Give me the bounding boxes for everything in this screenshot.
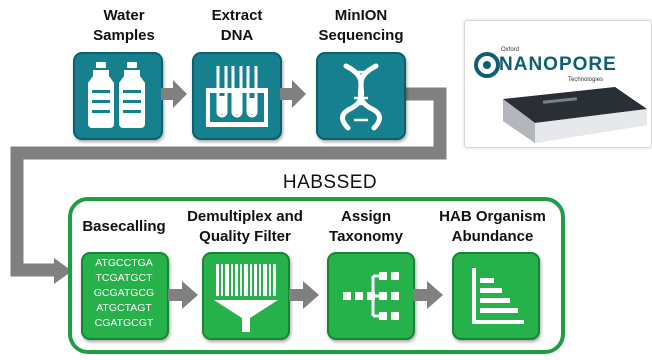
- sequence-line: TCGATGCT: [95, 272, 153, 284]
- dna-helix-icon: [340, 63, 382, 131]
- abundance-chart-icon: [472, 268, 524, 324]
- tree-icon: [343, 272, 399, 320]
- nanopore-logo-panel: Oxford NANOPORE Technologies: [464, 20, 652, 148]
- barcode-funnel-icon: [214, 264, 278, 332]
- sequence-line: CGATGCGT: [94, 317, 154, 329]
- sequence-line: GCGATGCG: [93, 287, 155, 299]
- arrow-right-icon: [161, 80, 187, 108]
- bottles-icon: [88, 62, 145, 128]
- habssed-title: HABSSED: [282, 172, 378, 193]
- sequence-line: ATGCCTGA: [95, 257, 153, 269]
- minion-device-image: [474, 52, 647, 143]
- water-samples-tile: [73, 52, 163, 140]
- sequencing-tile: [316, 52, 406, 140]
- habssed-pipeline-box: [68, 197, 565, 354]
- arrow-right-icon: [280, 80, 306, 108]
- basecalling-tile: [81, 252, 169, 340]
- arrow-right-icon: [413, 281, 443, 309]
- demultiplex-tile: [202, 252, 290, 340]
- taxonomy-tile: [327, 252, 415, 340]
- logo-technologies-text: Technologies: [568, 77, 604, 83]
- abundance-tile: [452, 252, 540, 340]
- sequence-line: ATGCTAGT: [96, 302, 152, 314]
- arrow-right-icon: [168, 281, 198, 309]
- test-tubes-icon: [206, 66, 268, 127]
- logo-brand-text: NANOPORE: [499, 54, 617, 75]
- logo-oxford-text: Oxford: [501, 47, 520, 53]
- arrow-right-icon: [289, 281, 319, 309]
- label-basecalling: Basecalling: [82, 218, 166, 235]
- sequence-text-icon: ATGCCTGA TCGATGCT GCGATGCG ATGCTAGT CGAT…: [85, 256, 163, 331]
- extract-dna-tile: [192, 52, 282, 140]
